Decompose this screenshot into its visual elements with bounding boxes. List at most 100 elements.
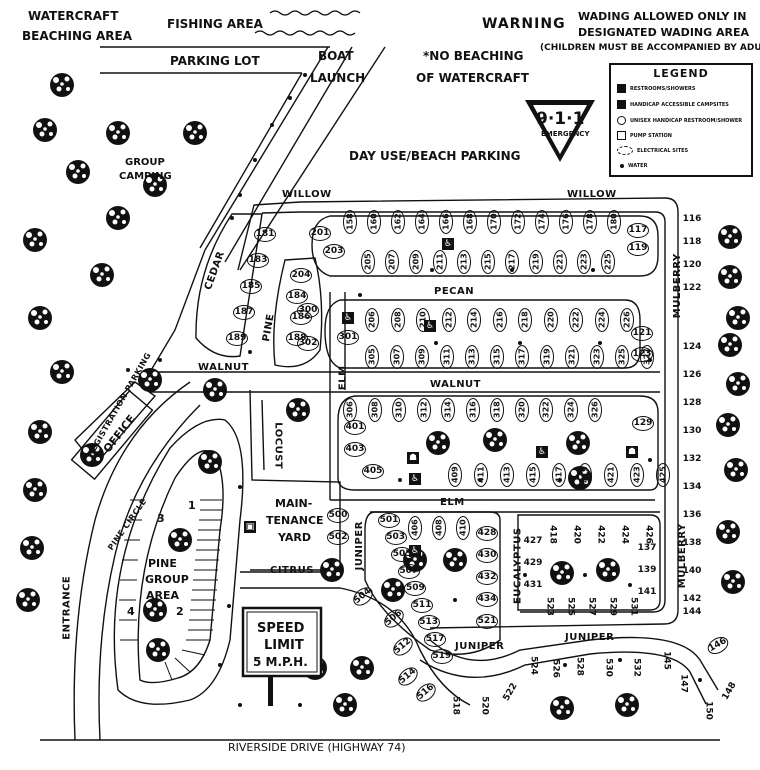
water-waves xyxy=(254,10,361,36)
watercraft-beaching-label-1: WATERCRAFT xyxy=(28,9,119,23)
campsite-420: 420 xyxy=(571,524,582,544)
emergency-911-sign xyxy=(525,100,595,162)
campsite-509: 509 xyxy=(404,580,427,596)
campsite-211: 211 xyxy=(433,250,447,274)
legend-box: LEGEND RESTROOMS/SHOWERS HANDICAP ACCESS… xyxy=(609,63,753,177)
campsite-129: 129 xyxy=(632,415,654,431)
street-juniper-south: JUNIPER xyxy=(455,641,505,652)
speed-limit-label-2: LIMIT xyxy=(264,638,304,653)
warning-label: WARNING xyxy=(482,16,566,32)
campsite-525: 525 xyxy=(565,596,576,616)
maintenance-label-3: YARD xyxy=(278,531,312,544)
campsite-189: 189 xyxy=(226,330,248,346)
legend-item-label: WATER xyxy=(628,163,648,169)
legend-water: WATER xyxy=(617,163,647,169)
campsite-145: 145 xyxy=(661,650,672,670)
campsite-206: 206 xyxy=(365,308,379,332)
street-locust: LOCUST xyxy=(272,422,284,470)
campsite-530: 530 xyxy=(603,657,614,677)
campsite-511: 511 xyxy=(411,597,433,613)
wading-notice-3: (CHILDREN MUST BE ACCOMPANIED BY ADULT) xyxy=(540,43,760,53)
legend-unisex-restroom: UNISEX HANDICAP RESTROOM/SHOWER xyxy=(617,116,742,125)
emergency-911-number: 9·1·1 xyxy=(536,109,585,129)
street-pecan: PECAN xyxy=(434,286,475,297)
street-citrus: CITRUS xyxy=(270,565,314,576)
restroom-icon: ☗ xyxy=(626,446,638,458)
campsite-518: 518 xyxy=(450,695,461,715)
pine-group-number-1: 1 xyxy=(188,499,196,512)
campsite-406: 406 xyxy=(408,516,422,540)
campsite-201: 201 xyxy=(309,225,331,241)
campsite-521: 521 xyxy=(476,613,498,629)
campsite-132: 132 xyxy=(682,453,702,464)
campsite-531: 531 xyxy=(628,596,639,616)
pine-group-number-4: 4 xyxy=(127,605,135,618)
campsite-300: 300 xyxy=(297,302,319,318)
campsite-124: 124 xyxy=(682,341,702,352)
wheelchair-icon: ♿ xyxy=(409,545,421,557)
campsite-138: 138 xyxy=(682,537,702,548)
unisex-restroom-icon xyxy=(617,116,626,125)
campsite-313: 313 xyxy=(465,345,479,369)
campsite-415: 415 xyxy=(526,463,540,487)
wheelchair-icon: ♿ xyxy=(536,446,548,458)
speed-limit-label-1: SPEED xyxy=(257,621,305,636)
watercraft-beaching-label-2: BEACHING AREA xyxy=(22,29,133,43)
group-camping-label-1: GROUP xyxy=(125,157,165,168)
campsite-183: 183 xyxy=(247,252,269,268)
campsite-174: 174 xyxy=(535,210,549,234)
campsite-320: 320 xyxy=(514,398,529,422)
campsite-418: 418 xyxy=(547,524,558,544)
campsite-205: 205 xyxy=(361,250,375,274)
boat-launch-label-1: BOAT xyxy=(318,49,354,63)
street-walnut-west: WALNUT xyxy=(198,362,250,373)
campsite-317: 317 xyxy=(515,345,529,369)
campsite-123: 123 xyxy=(631,346,653,362)
campsite-316: 316 xyxy=(465,398,480,422)
legend-handicap-sites: HANDICAP ACCESSIBLE CAMPSITES xyxy=(617,100,729,109)
legend-title: LEGEND xyxy=(653,67,709,80)
legend-electrical: ELECTRICAL SITES xyxy=(617,146,688,155)
campsite-309: 309 xyxy=(415,345,429,369)
campsite-527: 527 xyxy=(586,596,597,616)
maintenance-label-1: MAIN- xyxy=(275,497,313,510)
campsite-213: 213 xyxy=(457,250,471,274)
pine-group-number-2: 2 xyxy=(176,605,184,618)
campsite-507: 507 xyxy=(397,563,420,579)
street-willow-east: WILLOW xyxy=(567,189,617,200)
campsite-120: 120 xyxy=(682,259,702,270)
legend-item-label: ELECTRICAL SITES xyxy=(637,148,689,154)
campsite-137: 137 xyxy=(637,542,657,553)
campsite-140: 140 xyxy=(682,565,702,576)
campsite-312: 312 xyxy=(416,398,431,422)
campsite-324: 324 xyxy=(563,398,578,422)
campsite-136: 136 xyxy=(682,509,702,520)
campsite-322: 322 xyxy=(539,398,553,422)
emergency-911-word: EMERGENCY xyxy=(541,130,590,138)
campsite-144: 144 xyxy=(682,606,702,617)
campsite-513: 513 xyxy=(417,614,440,630)
campsite-421: 421 xyxy=(604,463,618,487)
campsite-116: 116 xyxy=(682,213,702,224)
day-use-label: DAY USE/BEACH PARKING xyxy=(349,149,521,163)
campsite-431: 431 xyxy=(523,579,543,590)
campsite-425: 425 xyxy=(656,463,670,487)
campsite-401: 401 xyxy=(344,419,366,435)
campsite-428: 428 xyxy=(476,525,498,541)
wheelchair-icon: ♿ xyxy=(442,238,454,250)
campsite-122: 122 xyxy=(682,282,702,293)
legend-item-label: PUMP STATION xyxy=(630,133,672,139)
campsite-223: 223 xyxy=(577,250,591,274)
fishing-area-label: FISHING AREA xyxy=(167,17,263,31)
campsite-307: 307 xyxy=(390,345,404,369)
campsite-520: 520 xyxy=(479,695,490,715)
wheelchair-icon: ♿ xyxy=(409,473,421,485)
campsite-321: 321 xyxy=(565,345,579,369)
campsite-434: 434 xyxy=(476,591,498,607)
pine-group-label-2: GROUP xyxy=(145,573,189,586)
campsite-118: 118 xyxy=(682,236,702,247)
campsite-430: 430 xyxy=(476,547,498,563)
campsite-170: 170 xyxy=(487,210,501,234)
campsite-142: 142 xyxy=(682,593,702,604)
campsite-130: 130 xyxy=(682,425,702,436)
